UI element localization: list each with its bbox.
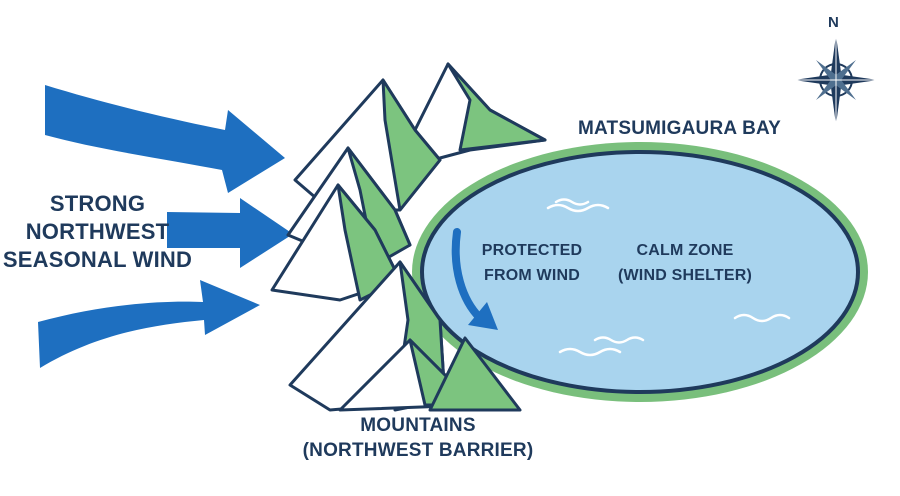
- wind-arrow-top: [45, 85, 285, 193]
- wind-label-line: NORTHWEST: [25, 219, 170, 244]
- wind-arrow-middle: [167, 198, 293, 268]
- wind-arrow-bottom: [38, 280, 260, 368]
- wind-label: STRONG NORTHWEST SEASONAL WIND: [0, 190, 195, 274]
- protected-label-line: FROM WIND: [483, 267, 580, 284]
- sheltered-curve-arrow: [451, 228, 498, 330]
- mountain-range: [270, 62, 547, 412]
- mountain-peak-front: [428, 336, 522, 412]
- wind-label-line: SEASONAL WIND: [2, 247, 193, 272]
- compass-rose-icon: [794, 35, 878, 125]
- mountains-label-line: MOUNTAINS: [360, 415, 476, 436]
- calm-zone-label: CALM ZONE (WIND SHELTER): [600, 238, 770, 288]
- protected-label: PROTECTED FROM WIND: [477, 238, 587, 288]
- compass-north-label: N: [828, 14, 840, 31]
- water-waves: [546, 198, 791, 357]
- mountains-label: MOUNTAINS (NORTHWEST BARRIER): [300, 413, 536, 463]
- mountain-peak-1-green: [381, 78, 442, 212]
- bay: [412, 142, 868, 402]
- wind-label-line: STRONG: [49, 191, 146, 216]
- protected-label-line: PROTECTED: [481, 242, 583, 259]
- mountain-peak-2-green: [346, 146, 412, 267]
- bay-water: [420, 150, 860, 394]
- bay-title: MATSUMIGAURA BAY: [578, 118, 782, 139]
- mountain-peak-back-green: [446, 62, 547, 152]
- wind-arrows: [38, 85, 293, 368]
- mountains-label-line: (NORTHWEST BARRIER): [302, 440, 534, 461]
- calm-zone-label-line: CALM ZONE: [636, 242, 734, 259]
- calm-zone-label-line: (WIND SHELTER): [617, 267, 753, 284]
